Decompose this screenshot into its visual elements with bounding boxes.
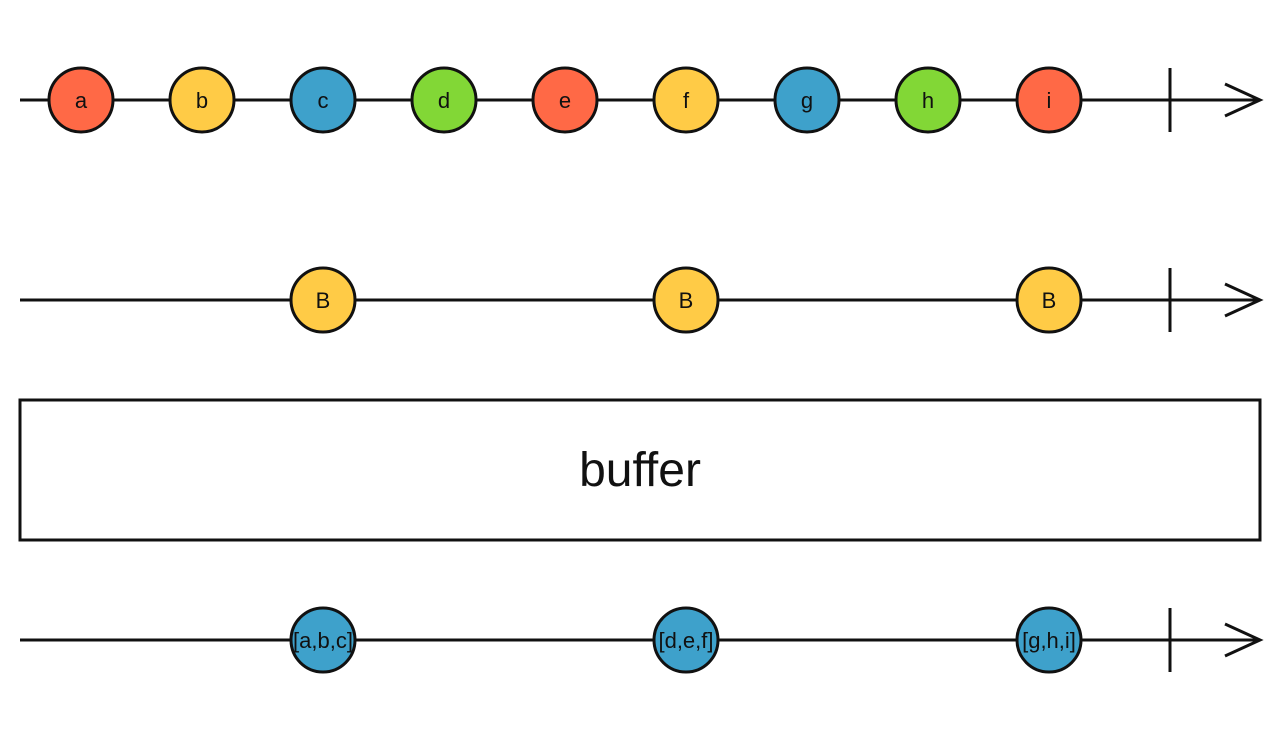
source-stream: a b c d e f g h i: [20, 66, 1264, 134]
marble-label: B: [679, 288, 694, 313]
marble-circle: [289, 606, 357, 674]
marble-circle: [168, 66, 236, 134]
marble-circle: [531, 66, 599, 134]
marble-circle: [289, 266, 357, 334]
marble-label: [a,b,c]: [293, 628, 353, 653]
result-stream-marble: [d,e,f]: [652, 606, 720, 674]
source-stream-marble: f: [652, 66, 720, 134]
source-stream-marble: h: [894, 66, 962, 134]
result-stream-marble: [a,b,c]: [289, 606, 357, 674]
marble-circle: [289, 66, 357, 134]
marble-circle: [652, 266, 720, 334]
marble-circle: [652, 606, 720, 674]
marble-label: h: [922, 88, 934, 113]
marble-label: a: [75, 88, 88, 113]
marble-label: i: [1047, 88, 1052, 113]
result-stream-marble: [g,h,i]: [1015, 606, 1083, 674]
marble-label: B: [1042, 288, 1057, 313]
source-stream-marble: c: [289, 66, 357, 134]
result-marbles: [a,b,c] [d,e,f] [g,h,i]: [289, 606, 1083, 674]
source-stream-marble: d: [410, 66, 478, 134]
marble-label: c: [318, 88, 329, 113]
marble-label: g: [801, 88, 813, 113]
result-stream: [a,b,c] [d,e,f] [g,h,i]: [20, 606, 1264, 674]
marble-circle: [652, 66, 720, 134]
marble-circle: [47, 66, 115, 134]
source-stream-marble: a: [47, 66, 115, 134]
boundary-stream-marble: B: [289, 266, 357, 334]
marble-label: [d,e,f]: [658, 628, 713, 653]
marble-circle: [1015, 66, 1083, 134]
source-stream-marble: b: [168, 66, 236, 134]
boundary-arrowhead-icon: [1224, 282, 1264, 318]
operator-box: buffer: [18, 398, 1262, 542]
marble-label: B: [316, 288, 331, 313]
marble-label: e: [559, 88, 571, 113]
operator-box-frame: [18, 398, 1262, 542]
source-stream-marble: g: [773, 66, 841, 134]
marble-circle: [894, 66, 962, 134]
marble-circle: [410, 66, 478, 134]
marble-label: [g,h,i]: [1022, 628, 1076, 653]
marble-label: f: [683, 88, 690, 113]
source-arrowhead-icon: [1224, 82, 1264, 118]
marble-circle: [1015, 606, 1083, 674]
operator-label: buffer: [579, 444, 701, 497]
source-stream-marble: i: [1015, 66, 1083, 134]
source-stream-marble: e: [531, 66, 599, 134]
marble-circle: [773, 66, 841, 134]
boundary-stream-marble: B: [652, 266, 720, 334]
result-arrowhead-icon: [1224, 622, 1264, 658]
source-marbles: a b c d e f g h i: [47, 66, 1083, 134]
marble-label: d: [438, 88, 450, 113]
marble-label: b: [196, 88, 208, 113]
marble-circle: [1015, 266, 1083, 334]
boundary-stream-marble: B: [1015, 266, 1083, 334]
